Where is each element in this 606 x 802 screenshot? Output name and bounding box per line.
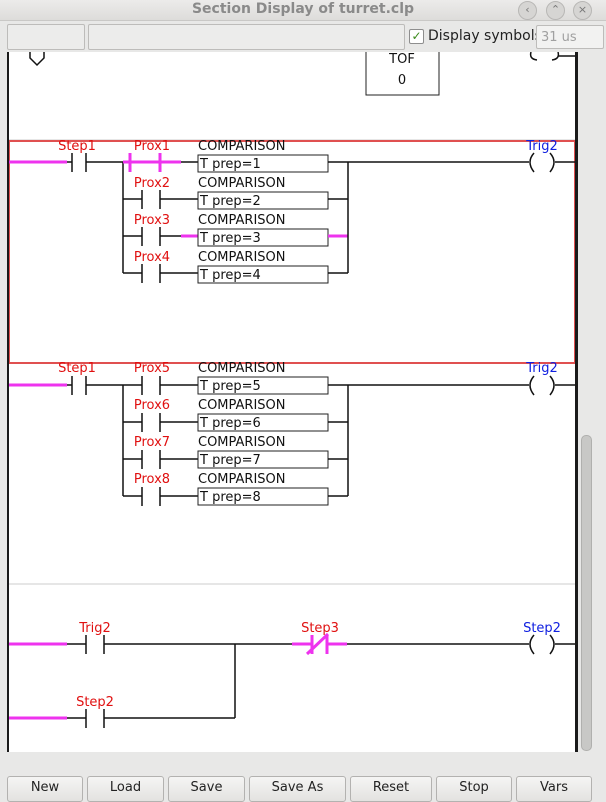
reset-button[interactable]: Reset (350, 776, 432, 802)
contact-label-prox1: Prox1 (134, 139, 170, 154)
comparison-title-4: COMPARISON (198, 250, 286, 265)
comparison-title-5: COMPARISON (198, 361, 286, 376)
rung-3[interactable]: Trig2 Step2 Step3 Step2 (9, 621, 575, 728)
save-button[interactable]: Save (168, 776, 245, 802)
scan-time-field: 31 us (536, 25, 604, 49)
comparison-title-7: COMPARISON (198, 435, 286, 450)
contact-label-step1-r2: Step1 (58, 361, 96, 376)
contact-label-prox4: Prox4 (134, 250, 170, 265)
contact-label-step3: Step3 (301, 621, 339, 636)
comparison-title-8: COMPARISON (198, 472, 286, 487)
stop-button[interactable]: Stop (436, 776, 512, 802)
tof-block-type: TOF (388, 52, 415, 67)
contact-label-step1: Step1 (58, 139, 96, 154)
comparison-expr-6: T prep=6 (199, 416, 261, 431)
coil-step2-left (529, 634, 535, 655)
contact-fragment (29, 52, 45, 67)
coil-step2-right (549, 634, 555, 655)
contact-label-prox2: Prox2 (134, 176, 170, 191)
coil-label-trig2: Trig2 (525, 139, 558, 154)
window-title: Section Display of turret.clp (191, 1, 415, 17)
display-symbols-checkbox[interactable]: ✓ (409, 29, 424, 44)
comparison-expr-8: T prep=8 (199, 490, 261, 505)
maximize-icon[interactable]: ⌃ (546, 1, 565, 20)
toolbar: ✓ Display symbols 31 us (0, 21, 606, 51)
display-symbols-label: Display symbols (428, 28, 542, 44)
vertical-scrollbar[interactable] (579, 52, 606, 752)
scrollbar-thumb[interactable] (581, 435, 592, 751)
rung-1[interactable]: Step1 Prox1 COMPARISON T prep=1 Prox2 CO… (9, 139, 575, 364)
coil-trig2-r2-right (549, 375, 555, 396)
contact-label-prox5: Prox5 (134, 361, 170, 376)
button-bar: New Load Save Save As Reset Stop Vars (0, 760, 606, 802)
comparison-expr-4: T prep=4 (199, 268, 261, 283)
load-button[interactable]: Load (87, 776, 164, 802)
comparison-block-4[interactable] (197, 265, 329, 284)
coil-trig2-left (529, 152, 535, 173)
contact-label-prox8: Prox8 (134, 472, 170, 487)
contact-label-prox6: Prox6 (134, 398, 170, 413)
comparison-expr-5: T prep=5 (199, 379, 261, 394)
comparison-expr-7: T prep=7 (199, 453, 261, 468)
contact-label-step2: Step2 (76, 695, 114, 710)
title-bar: Section Display of turret.clp ‹ ⌃ × (0, 0, 606, 21)
contact-label-trig2: Trig2 (78, 621, 111, 636)
selected-rung-border (9, 140, 575, 364)
coil-fragment (529, 52, 560, 61)
contact-label-prox3: Prox3 (134, 213, 170, 228)
checkmark-icon: ✓ (409, 29, 424, 44)
section-selector[interactable] (7, 24, 85, 50)
partial-top-rung[interactable]: TOF 0 (29, 52, 575, 96)
vars-button[interactable]: Vars (516, 776, 592, 802)
comparison-title-2: COMPARISON (198, 176, 286, 191)
contact-label-prox7: Prox7 (134, 435, 170, 450)
comparison-title-3: COMPARISON (198, 213, 286, 228)
comparison-block-1[interactable] (197, 154, 329, 173)
comparison-title-6: COMPARISON (198, 398, 286, 413)
comparison-expr-1: T prep=1 (199, 157, 261, 172)
comparison-expr-2: T prep=2 (199, 194, 261, 209)
coil-trig2-r2-left (529, 375, 535, 396)
minimize-icon[interactable]: ‹ (518, 1, 537, 20)
coil-label-trig2-r2: Trig2 (525, 361, 558, 376)
coil-trig2-right (549, 152, 555, 173)
ladder-diagram-canvas[interactable]: TOF 0 Step1 Prox1 COMP (7, 52, 578, 752)
comparison-block-2[interactable] (197, 191, 329, 210)
comparison-title-1: COMPARISON (198, 139, 286, 154)
tof-block-value: 0 (398, 73, 406, 88)
comparison-expr-3: T prep=3 (199, 231, 261, 246)
close-icon[interactable]: × (573, 1, 592, 20)
tof-block[interactable] (365, 52, 440, 96)
coil-label-step2: Step2 (523, 621, 561, 636)
save-as-button[interactable]: Save As (249, 776, 346, 802)
new-button[interactable]: New (7, 776, 83, 802)
rung-2[interactable]: Step1 Prox5 COMPARISON T prep=5 Prox6 CO… (9, 361, 575, 506)
section-comment-field[interactable] (88, 24, 405, 50)
